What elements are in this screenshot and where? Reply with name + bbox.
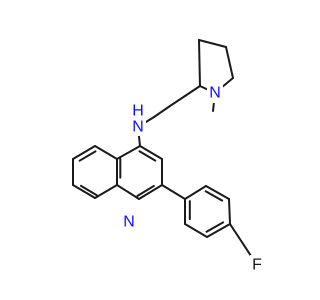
double-bond-inner (138, 150, 157, 162)
single-bond (161, 184, 186, 200)
amine-n-label: N (132, 119, 144, 136)
single-bond (198, 39, 201, 87)
fluorine-label: F (252, 257, 262, 274)
atom-label-pyrrolidine-n: N (207, 83, 223, 103)
single-bond (228, 198, 231, 225)
double-bond-outer (206, 223, 231, 238)
single-bond (153, 105, 171, 118)
bond-layer (72, 39, 258, 266)
single-bond (94, 184, 118, 199)
single-bond (116, 184, 140, 200)
quinoline-n-label: N (123, 214, 135, 231)
amine-h-label: H (132, 103, 144, 120)
single-bond (225, 46, 234, 79)
atom-label-amine-nh: N H (130, 102, 146, 136)
molecule-structure: N H N N F (72, 39, 264, 275)
single-bond (184, 223, 208, 238)
double-bond-outer (72, 145, 96, 160)
double-bond-outer (72, 184, 96, 199)
atom-label-fluorine: F (250, 255, 264, 275)
double-bond-outer (139, 145, 163, 160)
single-bond (184, 185, 207, 200)
double-bond-inner (205, 221, 225, 233)
single-bond (169, 95, 186, 107)
double-bond-inner (79, 184, 98, 197)
double-bond-outer (205, 185, 230, 200)
pyrrolidine-n-label: N (209, 85, 221, 102)
double-bond-outer (138, 184, 163, 200)
single-bond (198, 39, 227, 48)
atom-label-quinoline-n: N (121, 212, 137, 232)
single-bond (94, 145, 118, 160)
double-bond-inner (136, 184, 155, 198)
double-bond-inner (78, 150, 97, 162)
single-bond (184, 85, 201, 97)
single-bond (116, 145, 141, 160)
double-bond-inner (204, 190, 224, 202)
